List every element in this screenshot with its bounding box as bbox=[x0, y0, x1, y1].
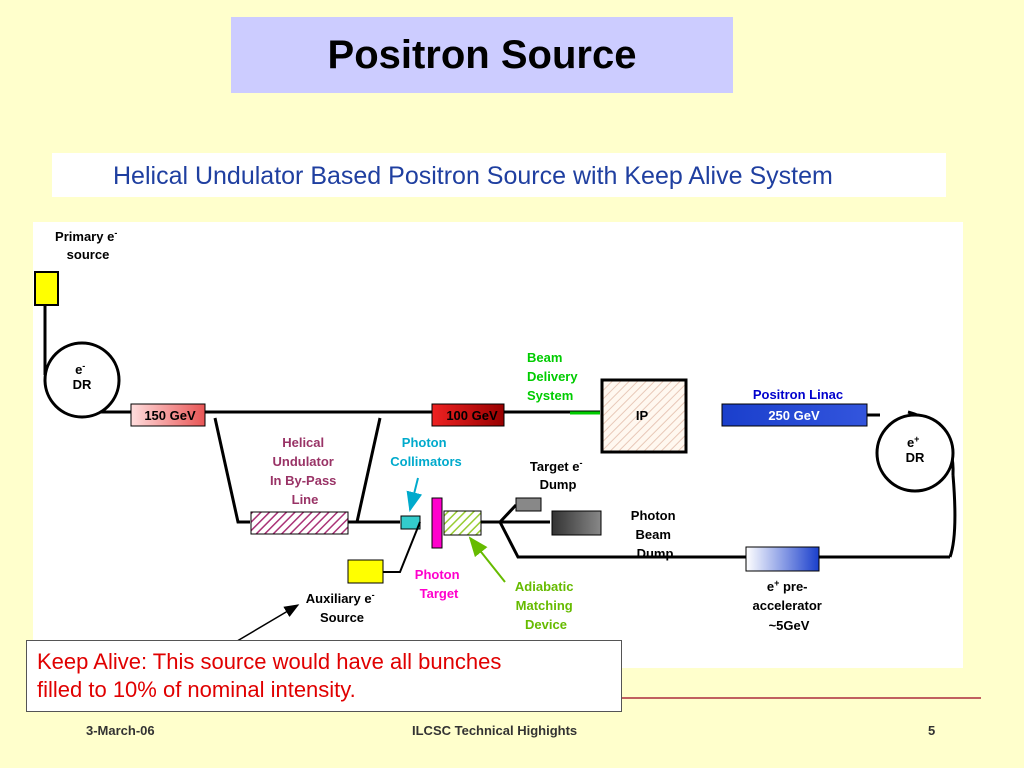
electron-damping-ring bbox=[43, 341, 121, 419]
collimator-arrow bbox=[406, 477, 423, 512]
note-line-2: filled to 10% of nominal intensity. bbox=[37, 677, 356, 702]
footer-page-number: 5 bbox=[928, 723, 936, 738]
page-title: Positron Source bbox=[327, 32, 637, 77]
interaction-point-box bbox=[600, 378, 688, 454]
target-dump-block bbox=[515, 497, 542, 512]
ip-label: IP bbox=[636, 408, 649, 423]
energy-100-label: 100 GeV bbox=[446, 408, 498, 423]
photon-beam-dump-label: Photon Beam Dump bbox=[631, 508, 679, 561]
title-box: Positron Source bbox=[231, 17, 733, 93]
energy-150-label: 150 GeV bbox=[144, 408, 196, 423]
helical-undulator-block bbox=[250, 511, 349, 535]
keep-alive-note: Keep Alive: This source would have all b… bbox=[26, 640, 622, 712]
primary-source-block bbox=[34, 271, 59, 306]
positron-linac-block bbox=[721, 403, 868, 427]
helical-undulator-label: Helical Undulator In By-Pass Line bbox=[270, 435, 340, 507]
energy-250-label: 250 GeV bbox=[768, 408, 820, 423]
diagram-panel: Primary e- source e- DR 150 GeV 100 GeV … bbox=[33, 222, 963, 668]
auxiliary-source-label: Auxiliary e- Source bbox=[306, 586, 378, 625]
adiabatic-matching-label: Adiabatic Matching Device bbox=[515, 579, 577, 632]
pre-accelerator-label: e+ pre- accelerator ~5GeV bbox=[752, 578, 825, 633]
electron-dr-label: e- DR bbox=[73, 357, 92, 392]
adiabatic-matching-block bbox=[443, 510, 482, 536]
note-line-1: Keep Alive: This source would have all b… bbox=[37, 649, 502, 674]
photon-collimators-label: Photon Collimators bbox=[390, 435, 462, 469]
pre-accelerator-block bbox=[745, 546, 820, 572]
linac-100gev-block bbox=[431, 403, 505, 427]
primary-source-label: Primary e- source bbox=[55, 224, 121, 262]
footer-date: 3-March-06 bbox=[86, 723, 155, 738]
beam-delivery-label: Beam Delivery System bbox=[527, 350, 581, 403]
subtitle-box: Helical Undulator Based Positron Source … bbox=[52, 153, 946, 197]
footer-center: ILCSC Technical Highights bbox=[412, 723, 578, 738]
target-dump-label: Target e- Dump bbox=[530, 454, 586, 492]
positron-damping-ring bbox=[875, 413, 955, 493]
positron-dr-label: e+ DR bbox=[906, 430, 925, 465]
positron-linac-label: Positron Linac bbox=[753, 387, 843, 402]
subtitle: Helical Undulator Based Positron Source … bbox=[113, 162, 833, 190]
photon-target-label: Photon Target bbox=[415, 567, 463, 601]
photon-beam-dump-block bbox=[551, 510, 602, 536]
positron-source-diagram: Primary e- source e- DR 150 GeV 100 GeV … bbox=[34, 224, 957, 633]
aux-source-line bbox=[383, 521, 421, 573]
photon-target-block bbox=[431, 497, 443, 549]
linac-150gev-block bbox=[130, 403, 206, 427]
adiabatic-arrow bbox=[468, 536, 506, 583]
